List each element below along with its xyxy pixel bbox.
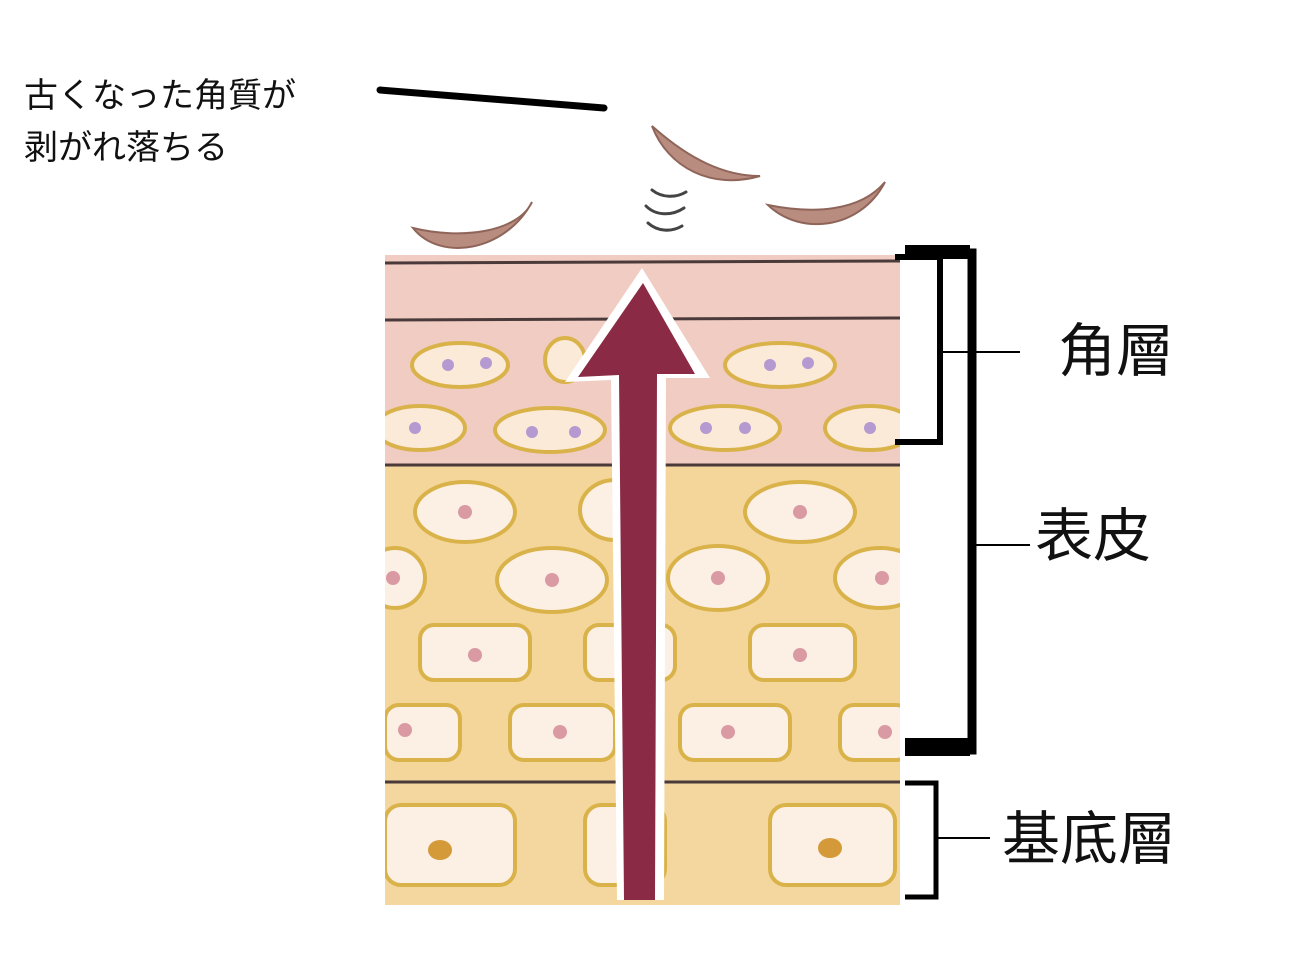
skin-tissue <box>385 255 900 905</box>
label-epidermis: 表皮 <box>1035 502 1152 570</box>
corneum-nuclei <box>409 357 876 438</box>
spinous-nuclei <box>386 505 892 739</box>
flake-right <box>764 181 886 226</box>
spinous-cell <box>678 703 792 762</box>
spinous-cell <box>833 546 900 610</box>
corneum-cell <box>823 404 900 452</box>
corneum-bracket <box>895 254 1020 445</box>
spinous-cell <box>385 546 427 610</box>
annotation-leader-line <box>376 86 608 112</box>
corneum-cell <box>668 404 782 452</box>
label-basal-layer: 基底層 <box>1002 805 1177 873</box>
flake-left <box>410 201 533 249</box>
flake-center <box>651 125 761 182</box>
turnover-arrow <box>565 268 710 900</box>
corneum-cells <box>385 336 900 454</box>
spinous-cell <box>838 703 900 762</box>
motion-lines <box>644 188 688 232</box>
annotation-line-2: 剥がれ落ちる <box>24 128 228 168</box>
shedding-flakes <box>410 125 886 249</box>
shedding-annotation: 古くなった角質が 剥がれ落ちる <box>24 70 296 174</box>
basal-bracket <box>905 780 990 900</box>
label-stratum-corneum: 角層 <box>1058 317 1175 385</box>
annotation-line-1: 古くなった角質が <box>24 76 296 116</box>
corneum-cell <box>385 404 467 452</box>
epidermis-bracket <box>905 245 1030 756</box>
corneum-cell <box>723 341 837 389</box>
corneum-cell <box>493 406 607 454</box>
corneum-cell <box>410 341 510 389</box>
spinous-cell <box>385 703 462 762</box>
basal-nuclei <box>428 838 842 860</box>
